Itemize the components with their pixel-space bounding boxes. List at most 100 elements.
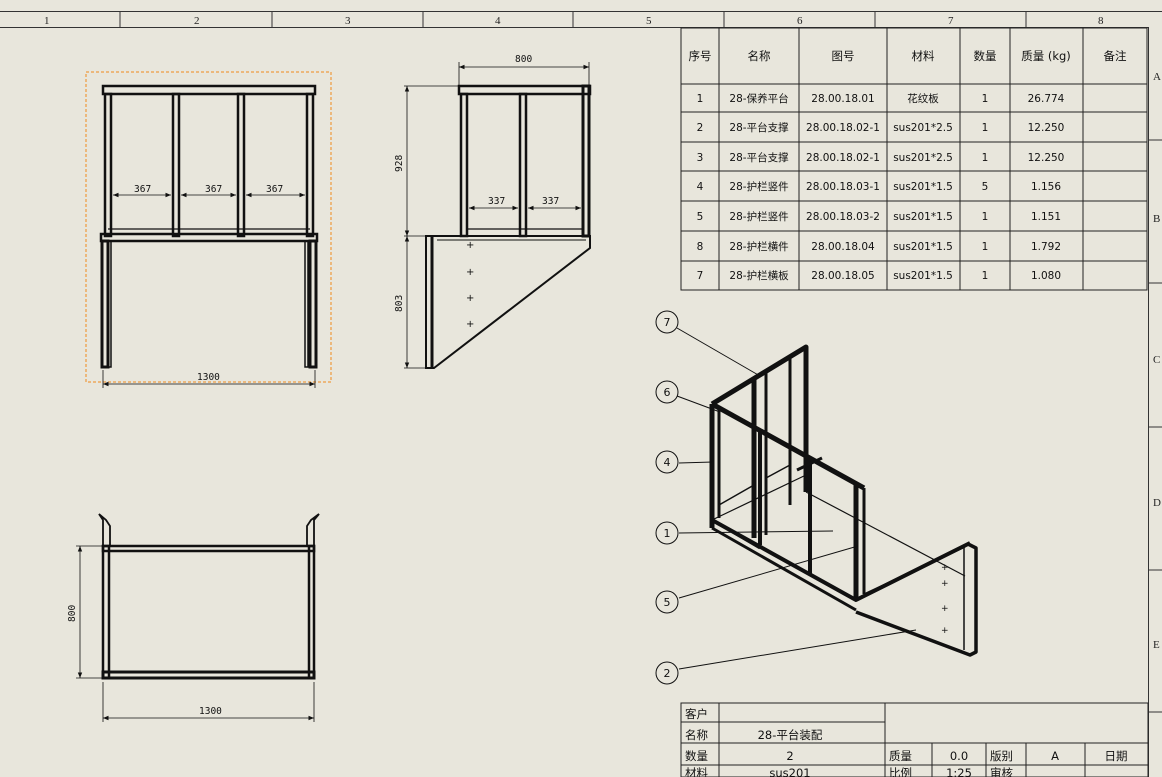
bom-cell: 1 [982, 270, 989, 282]
drawing-border: 1 2 3 4 5 6 7 8 A B C D E [0, 11, 1162, 777]
zone-col-2: 2 [194, 15, 200, 27]
material-value: sus201 [769, 766, 810, 777]
top-view[interactable]: 800 1300 [67, 513, 320, 722]
zone-col-3: 3 [345, 15, 351, 27]
bom-cell: 26.774 [1028, 93, 1065, 105]
balloon[interactable]: 4 [655, 450, 679, 474]
bom-cell: 28.00.18.03-1 [806, 181, 880, 193]
title-block: 客户 名称 28-平台装配 数量 2 材料 sus201 质量 0.0 比例 1… [680, 702, 1149, 777]
revision-value: A [1051, 749, 1059, 763]
zone-col-6: 6 [797, 15, 803, 27]
balloon[interactable]: 6 [655, 380, 679, 404]
bom-cell: 7 [697, 270, 704, 282]
name-label: 名称 [685, 728, 708, 742]
zone-row-b: B [1153, 213, 1160, 225]
mass-label: 质量 [889, 749, 912, 763]
zone-row-a: A [1153, 71, 1161, 83]
bom-cell: sus201*2.5 [893, 152, 953, 164]
bom-cell: 1.156 [1031, 181, 1061, 193]
dim-side-top: 800 [515, 54, 532, 65]
bom-cell: 花纹板 [907, 92, 939, 105]
quantity-value: 2 [786, 749, 793, 763]
bom-cell: 28.00.18.03-2 [806, 211, 880, 223]
date-label: 日期 [1105, 749, 1128, 763]
drawing-name: 28-平台装配 [758, 728, 823, 742]
bom-cell: 1.080 [1031, 270, 1061, 282]
bom-row: 4 28-护栏竖件 28.00.18.03-1 sus201*1.5 5 1.1… [697, 180, 1062, 193]
bom-cell: sus201*1.5 [893, 270, 953, 282]
side-frame [425, 84, 592, 369]
bom-row: 8 28-护栏横件 28.00.18.04 sus201*1.5 1 1.792 [697, 240, 1061, 253]
bom-cell: 28-平台支撑 [729, 121, 789, 134]
bom-cell: sus201*1.5 [893, 241, 953, 253]
bom-cell: 28-护栏横件 [729, 240, 788, 253]
bom-header-index: 序号 [689, 49, 712, 63]
side-view[interactable]: + + + + 800 337 337 928 803 [394, 54, 592, 369]
bom-header-qty: 数量 [974, 49, 997, 63]
bom-header-name: 名称 [748, 49, 771, 63]
bom-row: 1 28-保养平台 28.00.18.01 花纹板 1 26.774 [697, 92, 1065, 105]
bom-cell: 28.00.18.04 [811, 241, 875, 253]
bom-cell: 1.792 [1031, 241, 1061, 253]
customer-label: 客户 [685, 707, 708, 721]
iso-frame [709, 344, 978, 657]
bom-cell: sus201*1.5 [893, 181, 953, 193]
top-frame [98, 513, 320, 680]
zone-col-1: 1 [44, 15, 50, 27]
selection-box [85, 71, 332, 383]
zone-col-7: 7 [948, 15, 954, 27]
bom-cell: 4 [697, 181, 704, 193]
bom-cell: sus201*1.5 [893, 211, 953, 223]
balloon[interactable]: 1 [655, 521, 679, 545]
bom-row: 7 28-护栏横板 28.00.18.05 sus201*1.5 1 1.080 [697, 269, 1061, 282]
balloon[interactable]: 2 [655, 661, 679, 685]
svg-text:+: + [941, 604, 949, 614]
bom-cell: 1 [982, 241, 989, 253]
review-label: 审核 [990, 766, 1013, 777]
dim-front-span-2: 367 [205, 184, 222, 195]
bom-cell: 5 [697, 211, 704, 223]
dim-top-depth: 800 [67, 605, 78, 622]
svg-text:+: + [466, 293, 474, 304]
bom-cell: 28-护栏竖件 [729, 180, 788, 193]
bom-cell: 2 [697, 122, 704, 134]
bom-header-mass: 质量 (kg) [1021, 49, 1071, 63]
svg-text:+: + [941, 579, 949, 589]
svg-text:+: + [466, 319, 474, 330]
bom-header-notes: 备注 [1104, 49, 1127, 63]
balloon-label: 5 [664, 596, 671, 609]
bom-cell: 1 [982, 152, 989, 164]
isometric-view[interactable]: + + + + 7 6 4 1 [655, 310, 978, 685]
dim-front-span-3: 367 [266, 184, 283, 195]
front-frame [99, 84, 319, 369]
bom-cell: sus201*2.5 [893, 122, 953, 134]
balloon[interactable]: 5 [655, 590, 679, 614]
bom-cell: 28.00.18.02-1 [806, 152, 880, 164]
bom-cell: 28-护栏横板 [729, 269, 789, 282]
mass-value: 0.0 [950, 749, 968, 763]
dim-front-span-1: 367 [134, 184, 151, 195]
balloon[interactable]: 7 [655, 310, 679, 334]
bom-cell: 28.00.18.02-1 [806, 122, 880, 134]
bom-cell: 3 [697, 152, 704, 164]
material-label: 材料 [685, 766, 708, 777]
quantity-label: 数量 [685, 749, 708, 763]
balloon-label: 1 [664, 527, 671, 540]
bom-cell: 12.250 [1028, 122, 1065, 134]
zone-row-e: E [1153, 639, 1160, 651]
front-view[interactable]: 367 367 367 1300 [85, 71, 332, 388]
bom-row: 2 28-平台支撑 28.00.18.02-1 sus201*2.5 1 12.… [697, 121, 1065, 134]
bom-cell: 5 [982, 181, 989, 193]
bom-table: 序号 名称 图号 材料 数量 质量 (kg) 备注 1 28-保养平台 28.0… [680, 27, 1148, 291]
bom-cell: 1.151 [1031, 211, 1061, 223]
svg-text:+: + [941, 563, 949, 573]
dim-side-span-2: 337 [542, 196, 559, 207]
svg-text:+: + [466, 240, 474, 251]
zone-row-c: C [1153, 354, 1160, 366]
leader-lines [676, 327, 917, 670]
dim-side-lower-height: 803 [394, 295, 405, 312]
zone-col-4: 4 [495, 15, 501, 27]
bom-cell: 1 [982, 122, 989, 134]
bom-cell: 28-保养平台 [729, 92, 788, 105]
